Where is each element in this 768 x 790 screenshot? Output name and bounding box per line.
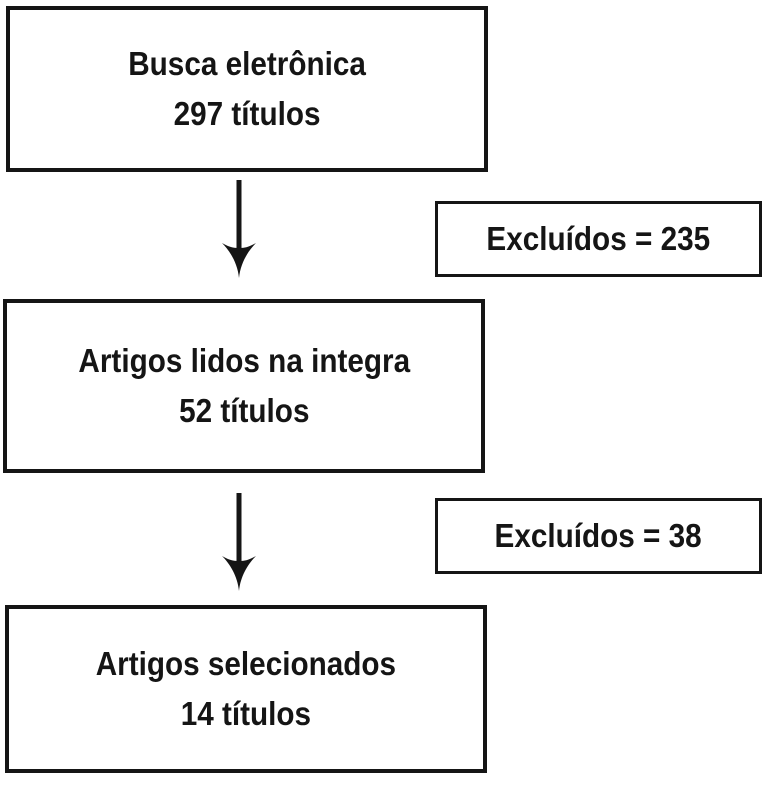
exclusion-label: Excluídos = 235 xyxy=(486,219,711,257)
flow-box-text: Artigos selecionados 14 títulos xyxy=(95,644,397,733)
flow-box-excluidos-38: Excluídos = 38 xyxy=(435,498,762,574)
flow-box-busca-eletronica: Busca eletrônica 297 títulos xyxy=(6,6,488,172)
flow-box-text: Busca eletrônica 297 títulos xyxy=(128,44,366,133)
down-arrow-icon xyxy=(222,493,256,591)
flow-step-count: 297 títulos xyxy=(173,94,321,132)
flow-step-title: Busca eletrônica xyxy=(128,44,366,82)
flow-step-title: Artigos selecionados xyxy=(95,644,397,682)
down-arrow-icon xyxy=(222,180,256,278)
flow-step-title: Artigos lidos na integra xyxy=(78,341,410,379)
flow-box-artigos-lidos: Artigos lidos na integra 52 títulos xyxy=(3,299,485,473)
flow-box-excluidos-235: Excluídos = 235 xyxy=(435,201,762,277)
flow-box-text: Artigos lidos na integra 52 títulos xyxy=(78,341,410,430)
flow-step-count: 52 títulos xyxy=(178,391,310,429)
flow-step-count: 14 títulos xyxy=(180,694,312,732)
flow-box-artigos-selecionados: Artigos selecionados 14 títulos xyxy=(5,605,487,773)
exclusion-label: Excluídos = 38 xyxy=(494,516,703,554)
